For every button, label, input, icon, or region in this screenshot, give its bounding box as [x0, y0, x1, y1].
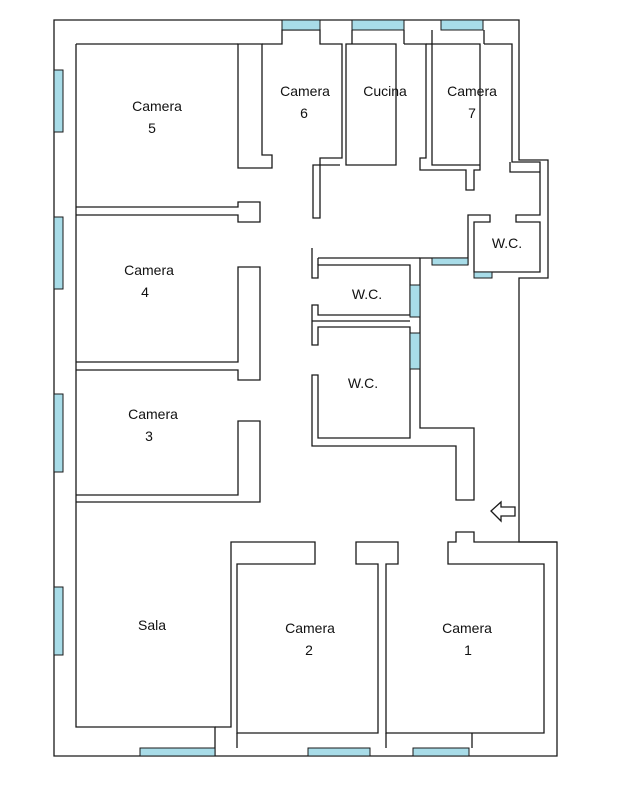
room-wc-lower-name: W.C. [348, 375, 378, 391]
room-camera4-num: 4 [141, 284, 149, 300]
room-camera3-name: Camera [128, 406, 178, 422]
window-wc-central-2 [409, 332, 421, 370]
room-wc-east-name: W.C. [492, 235, 522, 251]
room-camera1-num: 1 [464, 642, 472, 658]
window-north-1 [281, 19, 321, 31]
interior-walls-south [215, 531, 557, 748]
arrow-left-icon [490, 500, 516, 523]
window-west-2 [53, 216, 64, 290]
room-camera7-name: Camera [447, 83, 497, 99]
window-west-1 [53, 69, 64, 133]
room-camera1-name: Camera [442, 620, 492, 636]
room-sala-name: Sala [138, 617, 166, 633]
room-camera2-num: 2 [305, 642, 313, 658]
room-camera6-name: Camera [280, 83, 330, 99]
room-camera5-num: 5 [148, 120, 156, 136]
windows [53, 19, 493, 757]
window-south-3 [412, 747, 470, 757]
interior-walls-central [311, 248, 475, 501]
room-camera3-num: 3 [145, 428, 153, 444]
room-camera7-num: 7 [468, 105, 476, 121]
room-cucina-name: Cucina [363, 83, 407, 99]
window-south-2 [307, 747, 371, 757]
outer-walls [53, 19, 558, 757]
window-wc-east-2 [473, 271, 493, 279]
window-west-4 [53, 586, 64, 656]
room-camera5-name: Camera [132, 98, 182, 114]
window-west-3 [53, 393, 64, 473]
window-north-2 [351, 19, 405, 31]
window-wc-east-1 [431, 257, 469, 266]
room-labels: Camera 5 Camera 6 Cucina Camera 7 W.C. C… [124, 83, 522, 658]
window-south-1 [139, 747, 216, 757]
room-camera6-num: 6 [300, 105, 308, 121]
window-wc-central-1 [409, 284, 421, 318]
room-camera4-name: Camera [124, 262, 174, 278]
room-camera2-name: Camera [285, 620, 335, 636]
interior-walls-west [76, 201, 261, 503]
room-wc-upper-name: W.C. [352, 286, 382, 302]
window-north-3 [440, 19, 484, 31]
